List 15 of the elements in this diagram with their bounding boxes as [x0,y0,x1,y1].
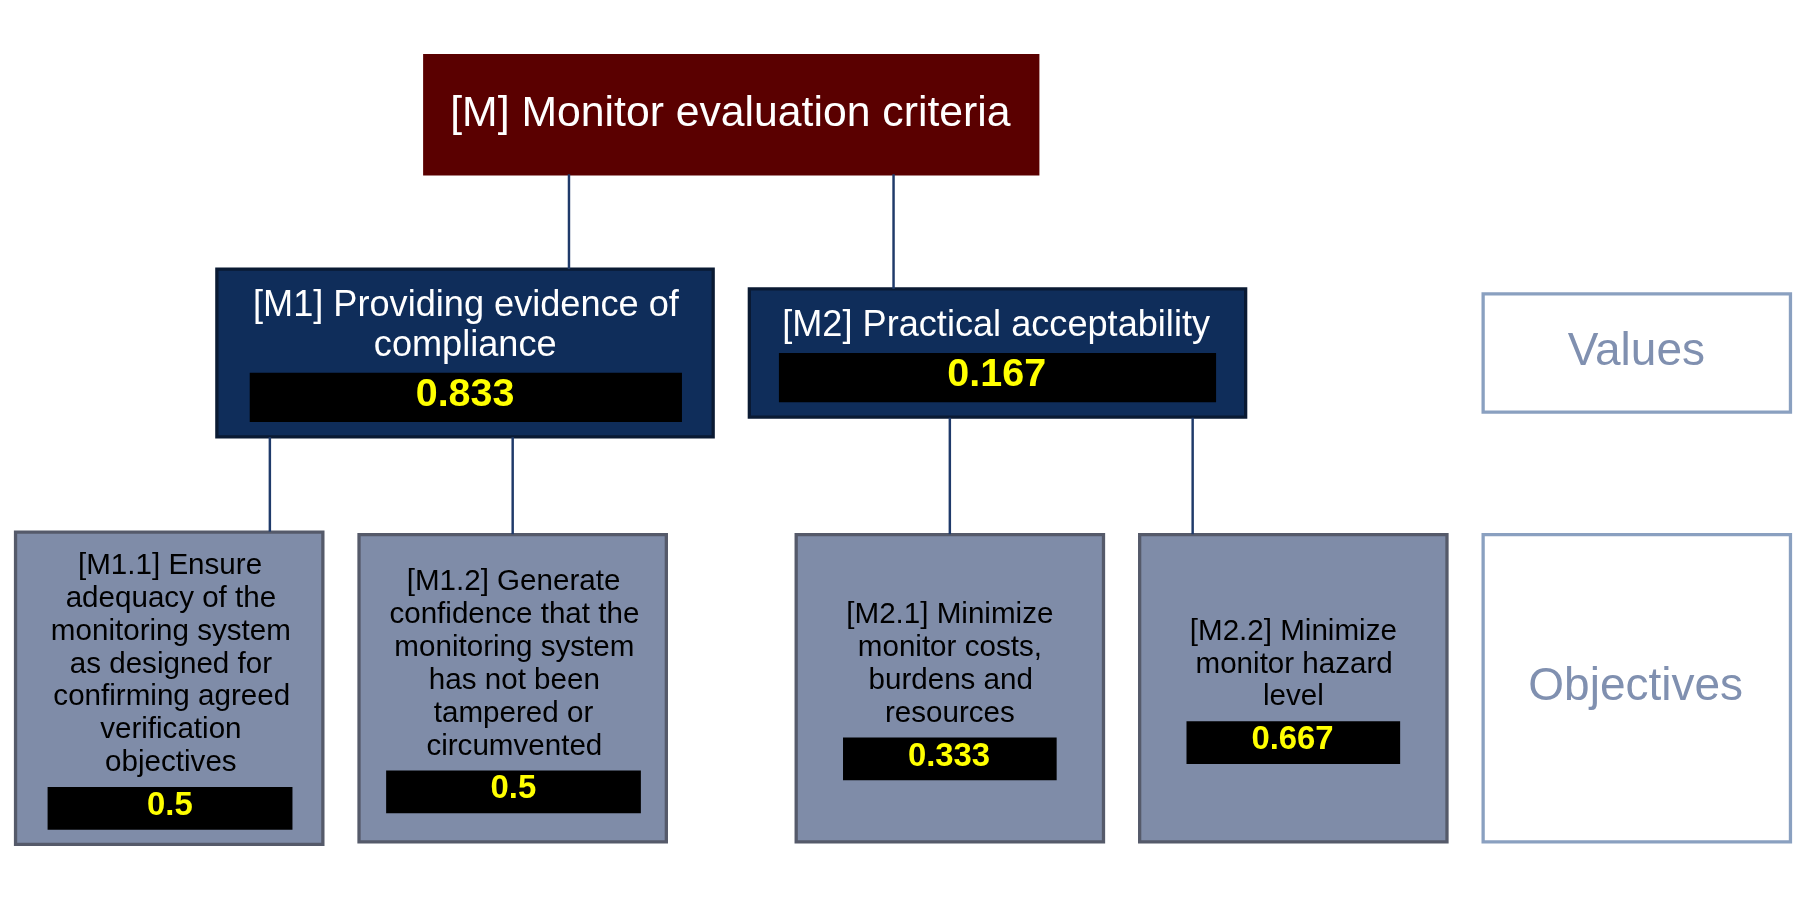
connector [892,173,895,289]
node-box: Objectives [1481,532,1793,844]
node-box: [M2] Practical acceptability 0.167 [747,286,1248,419]
connector [268,436,272,532]
connector [948,417,952,534]
connector [511,436,514,534]
node-box: [M2.1] Minimize monitor costs, burdens and resources 0.333 [794,532,1106,844]
node-box: [M1] Providing evidence of compliance 0.833 [215,267,715,438]
node-box: Values [1481,291,1793,414]
node-box: [M1.2] Generate confidence that the monitoring system has not been tampered or circumvented 0.5 [357,532,668,844]
connector [1191,417,1194,534]
connector [567,173,571,269]
node-box: [M1.1] Ensure adequacy of the monitoring system as designed for confirming agreed verification objectives 0.5 [13,530,325,846]
node-box: [M2.2] Minimize monitor hazard level 0.667 [1138,532,1449,844]
node-box: [M] Monitor evaluation criteria [423,53,1040,176]
